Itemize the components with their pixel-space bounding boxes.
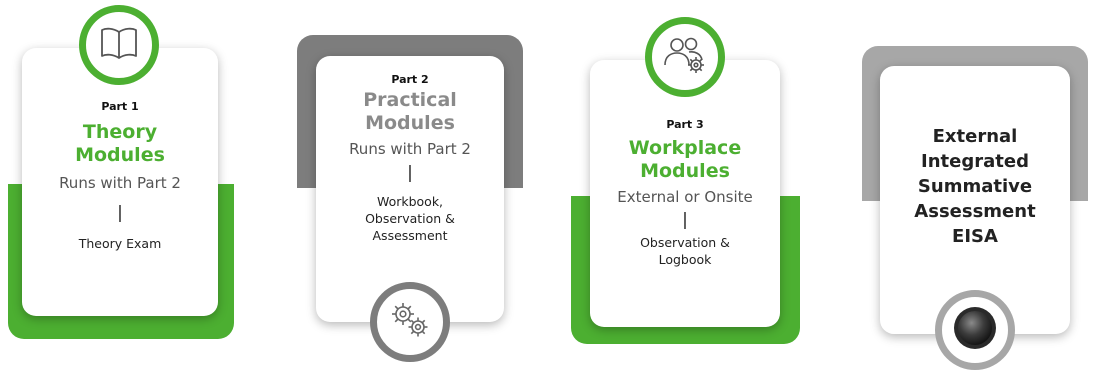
part-1-title-line-2: Modules: [75, 144, 165, 166]
part-2-separator: |: [407, 163, 413, 183]
part-3-detail-line-1: Observation &: [640, 235, 730, 250]
part-2-title-line-2: Modules: [365, 112, 455, 134]
part-2-icon-circle: [370, 282, 450, 362]
part-2-subtitle: Runs with Part 2: [349, 140, 471, 158]
gears-icon: [388, 300, 432, 344]
part-3-detail-line-2: Logbook: [658, 252, 712, 267]
part-1-title-line-1: Theory: [82, 121, 158, 143]
eisa-line-2: Integrated: [921, 151, 1029, 172]
eisa-card: External Integrated Summative Assessment…: [880, 66, 1070, 334]
part-3-card: Part 3 Workplace Modules External or Ons…: [590, 60, 780, 327]
part-2-detail-line-3: Assessment: [372, 228, 448, 243]
part-2-label: Part 2: [391, 73, 429, 86]
part-3-label: Part 3: [666, 118, 704, 131]
part-1-detail: Theory Exam: [78, 236, 162, 251]
part-3-title-line-2: Modules: [640, 160, 730, 182]
part-1-separator: |: [117, 203, 123, 223]
part-2-detail-line-1: Workbook,: [376, 194, 444, 209]
eisa-line-3: Summative: [917, 176, 1033, 197]
eisa-icon-circle: [935, 290, 1015, 370]
eisa-line-1: External: [932, 126, 1018, 147]
part-3-title-line-1: Workplace: [628, 137, 742, 159]
eisa-line-5: EISA: [952, 226, 998, 247]
part-1-icon-circle: [79, 5, 159, 85]
part-2-card: Part 2 Practical Modules Runs with Part …: [316, 56, 504, 322]
part-3-subtitle: External or Onsite: [617, 188, 753, 206]
part-1-card: Part 1 Theory Modules Runs with Part 2 |…: [22, 48, 218, 316]
part-3-separator: |: [682, 210, 688, 230]
part-3-icon-circle: [645, 17, 725, 97]
people-gear-icon: [662, 35, 708, 79]
button-icon: [952, 305, 998, 355]
eisa-line-4: Assessment: [914, 201, 1036, 222]
book-icon: [99, 26, 139, 64]
part-2-title-line-1: Practical: [363, 89, 457, 111]
part-2-detail-line-2: Observation &: [365, 211, 455, 226]
part-1-subtitle: Runs with Part 2: [59, 174, 181, 192]
part-1-label: Part 1: [101, 100, 139, 113]
